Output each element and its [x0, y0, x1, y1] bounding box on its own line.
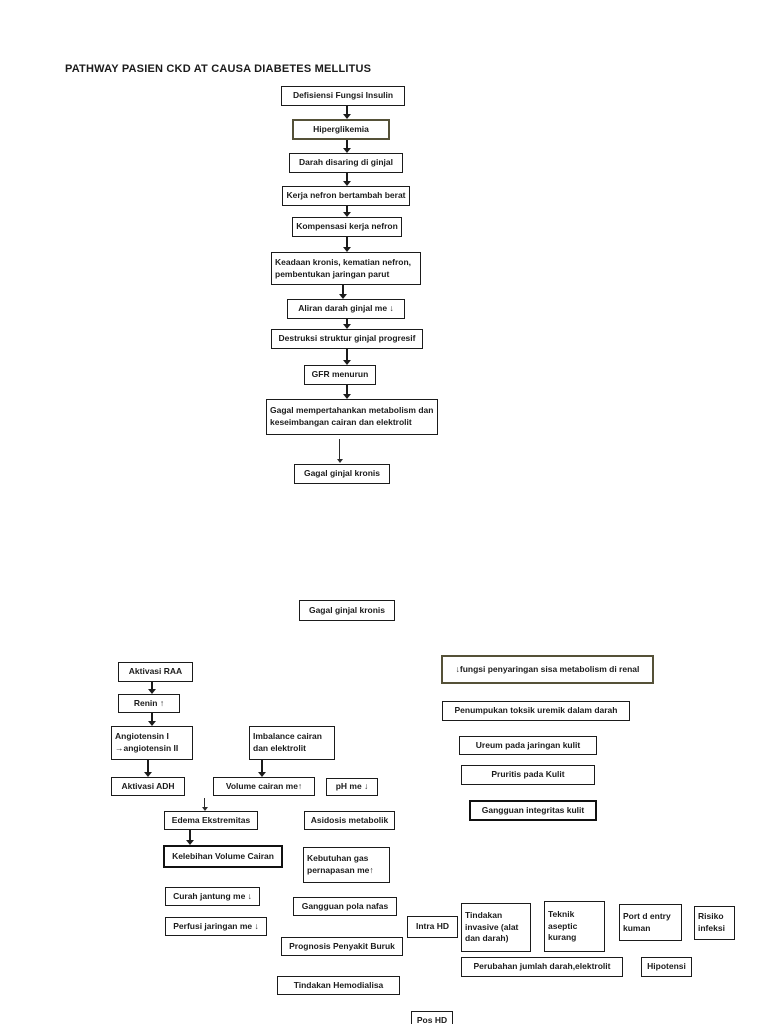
flow-node-gagal-ginjal-kronis-1: Gagal ginjal kronis — [294, 464, 390, 484]
flow-node-gangguan-pola-nafas: Gangguan pola nafas — [293, 897, 397, 916]
arrow-down-icon — [147, 760, 149, 773]
flow-node-angiotensin: Angiotensin I →angiotensin II — [111, 726, 193, 760]
flow-node-pos-hd: Pos HD — [411, 1011, 453, 1024]
flow-node-aktivasi-adh: Aktivasi ADH — [111, 777, 185, 796]
flow-node-risiko-infeksi: Risiko infeksi — [694, 906, 735, 940]
flow-node-curah-jantung: Curah jantung me ↓ — [165, 887, 260, 906]
flow-node-ph: pH me ↓ — [326, 778, 378, 796]
flow-node-intra-hd: Intra HD — [407, 916, 458, 938]
page-title: PATHWAY PASIEN CKD AT CAUSA DIABETES MEL… — [65, 63, 372, 75]
flow-node-pruritis: Pruritis pada Kulit — [461, 765, 595, 785]
arrow-down-icon — [346, 106, 348, 115]
flow-node-kebutuhan-gas: Kebutuhan gas pernapasan me↑ — [303, 847, 390, 883]
flow-node-asidosis: Asidosis metabolik — [304, 811, 395, 830]
flow-node-aliran-darah: Aliran darah ginjal me ↓ — [287, 299, 405, 319]
flow-node-gfr-menurun: GFR menurun — [304, 365, 376, 385]
flow-node-gagal-mempertahankan: Gagal mempertahankan metabolism dan kese… — [266, 399, 438, 435]
flow-node-destruksi: Destruksi struktur ginjal progresif — [271, 329, 423, 349]
flow-node-hiperglikemia: Hiperglikemia — [292, 119, 390, 140]
flow-node-tindakan-hemodialisa: Tindakan Hemodialisa — [277, 976, 400, 995]
arrow-down-icon — [189, 830, 191, 841]
arrow-down-icon — [339, 439, 340, 459]
flow-node-defisiensi-fungsi-insulin: Defisiensi Fungsi Insulin — [281, 86, 405, 106]
flow-node-fungsi-penyaringan: ↓fungsi penyaringan sisa metabolism di r… — [441, 655, 654, 684]
flow-node-imbalance: Imbalance cairan dan elektrolit — [249, 726, 335, 760]
arrow-down-icon — [346, 206, 348, 213]
flow-node-darah-disaring: Darah disaring di ginjal — [289, 153, 403, 173]
arrow-down-icon — [346, 349, 348, 361]
arrow-down-icon — [342, 285, 344, 295]
flow-node-kerja-nefron: Kerja nefron bertambah berat — [282, 186, 410, 206]
flow-node-perubahan-jumlah: Perubahan jumlah darah,elektrolit — [461, 957, 623, 977]
flow-node-perfusi: Perfusi jaringan me ↓ — [165, 917, 267, 936]
arrow-down-icon — [151, 682, 153, 690]
flow-node-prognosis: Prognosis Penyakit Buruk — [281, 937, 403, 956]
flow-node-renin: Renin ↑ — [118, 694, 180, 713]
flow-node-gagal-ginjal-kronis-2: Gagal ginjal kronis — [299, 600, 395, 621]
arrow-down-icon — [346, 140, 348, 149]
flow-node-aktivasi-raa: Aktivasi RAA — [118, 662, 193, 682]
arrow-down-icon — [261, 760, 263, 773]
flow-node-kelebihan-volume: Kelebihan Volume Cairan — [163, 845, 283, 868]
flow-node-keadaan-kronis: Keadaan kronis, kematian nefron, pembent… — [271, 252, 421, 285]
flow-node-tindakan-invasive: Tindakan invasive (alat dan darah) — [461, 903, 531, 952]
flow-node-hipotensi: Hipotensi — [641, 957, 692, 977]
arrow-down-icon — [346, 173, 348, 182]
flow-node-penumpukan-toksik: Penumpukan toksik uremik dalam darah — [442, 701, 630, 721]
flow-node-ureum: Ureum pada jaringan kulit — [459, 736, 597, 755]
flow-node-edema: Edema Ekstremitas — [164, 811, 258, 830]
flow-node-kompensasi: Kompensasi kerja nefron — [292, 217, 402, 237]
arrow-down-icon — [346, 237, 348, 248]
flow-node-port-d-entry: Port d entry kuman — [619, 904, 682, 941]
flow-node-teknik-aseptic: Teknik aseptic kurang — [544, 901, 605, 952]
arrow-down-icon — [346, 319, 348, 325]
flow-node-gangguan-integritas: Gangguan integritas kulit — [469, 800, 597, 821]
flow-node-volume-cairan: Volume cairan me↑ — [213, 777, 315, 796]
arrow-down-icon — [151, 713, 153, 722]
arrow-down-icon — [346, 385, 348, 395]
arrow-down-icon — [204, 798, 205, 807]
